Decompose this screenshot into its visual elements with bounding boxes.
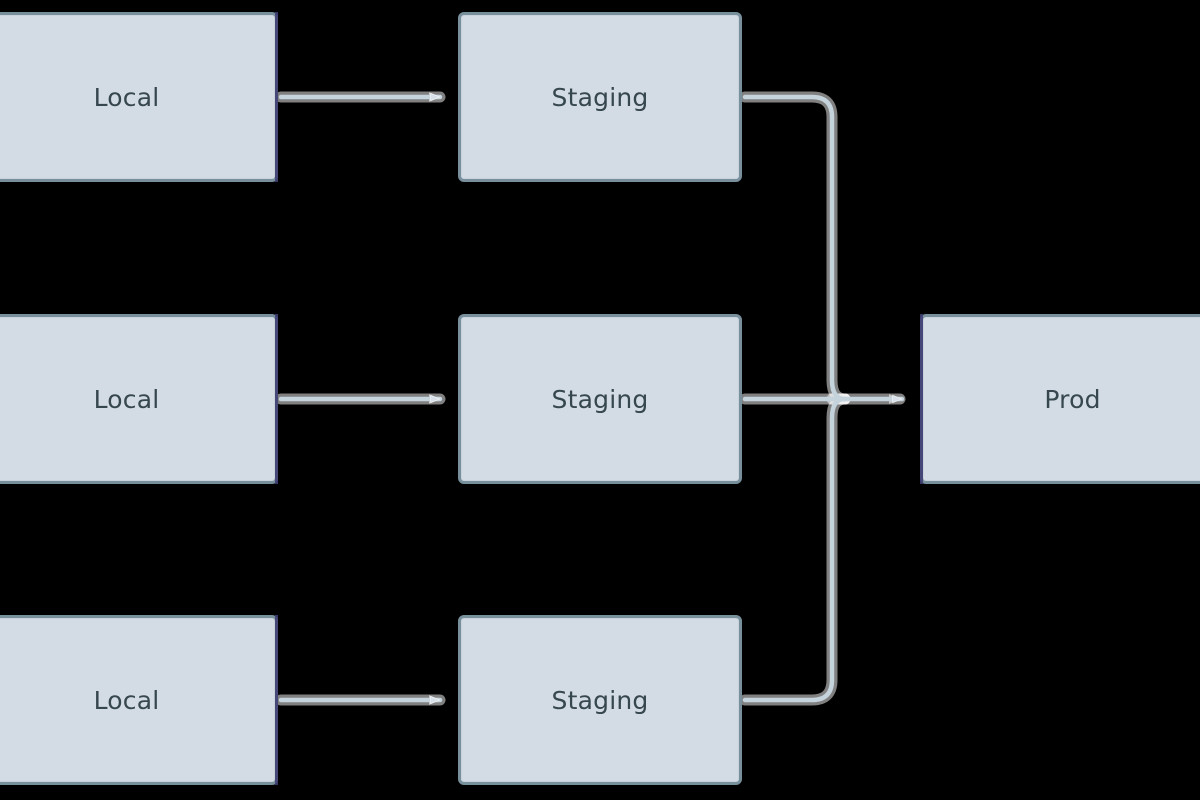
node-staging-2[interactable]: Staging <box>458 314 742 484</box>
node-right-edge-accent <box>275 615 278 785</box>
node-right-edge-accent <box>275 12 278 182</box>
node-left-edge-accent <box>920 314 923 484</box>
node-label: Staging <box>551 685 649 715</box>
edge-staging3-to-prod[interactable] <box>742 396 848 703</box>
node-label: Staging <box>551 82 649 112</box>
node-prod[interactable]: Prod <box>920 314 1200 484</box>
node-label: Local <box>93 82 160 112</box>
node-right-edge-accent <box>275 314 278 484</box>
node-local-3[interactable]: Local <box>0 615 278 785</box>
node-label: Staging <box>551 384 649 414</box>
node-label: Prod <box>1044 384 1101 414</box>
node-staging-3[interactable]: Staging <box>458 615 742 785</box>
node-label: Local <box>93 685 160 715</box>
node-staging-1[interactable]: Staging <box>458 12 742 182</box>
node-local-1[interactable]: Local <box>0 12 278 182</box>
node-label: Local <box>93 384 160 414</box>
node-local-2[interactable]: Local <box>0 314 278 484</box>
edge-staging1-to-prod[interactable] <box>742 94 848 402</box>
